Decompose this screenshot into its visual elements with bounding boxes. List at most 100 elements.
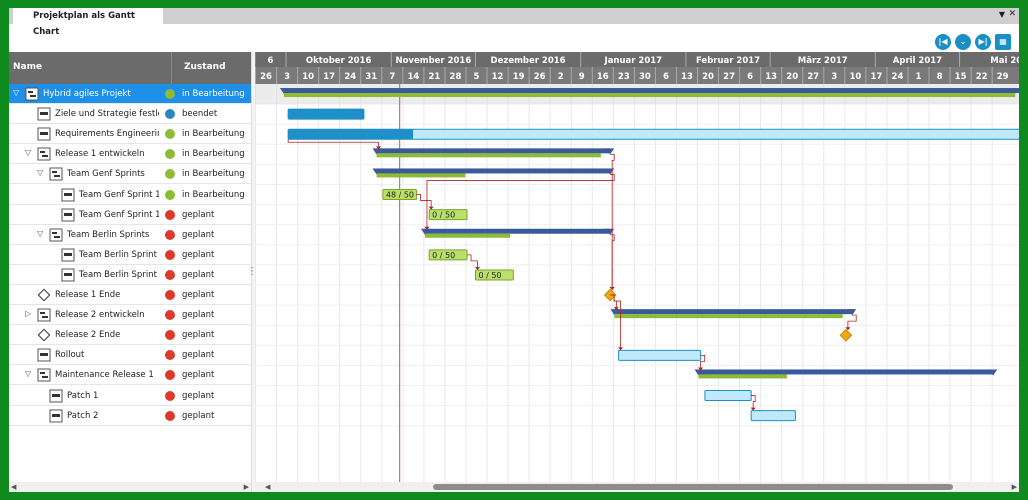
column-header-name[interactable]: Name [13, 62, 43, 72]
week-label: 24 [344, 72, 356, 82]
week-label: 6 [663, 72, 669, 82]
summary-icon [37, 308, 51, 322]
column-header-state[interactable]: Zustand [184, 62, 226, 72]
sprint-progress-label: 0 / 50 [432, 251, 455, 260]
scroll-left-arrow-icon[interactable]: ◀ [11, 483, 17, 491]
dependency-arrowhead [750, 407, 756, 411]
task-icon [61, 208, 75, 222]
scroll-right-arrow-icon[interactable]: ▶ [243, 483, 249, 491]
tab-projektplan[interactable]: Projektplan als Gantt Chart [13, 8, 163, 37]
table-row[interactable]: Ziele und Strategie festleg...beendet [9, 104, 251, 125]
task-bar[interactable] [704, 390, 752, 402]
task-grid: Name Zustand ▽ Hybrid agiles Projekt in Be… [9, 52, 251, 482]
table-row[interactable]: Team Genf Sprint 1.1in Bearbeitung [9, 185, 251, 205]
splitter[interactable] [251, 52, 255, 492]
summary-bar-end-cap [605, 148, 615, 155]
dependency-link[interactable] [426, 174, 615, 229]
dependency-arrowhead [428, 206, 434, 210]
week-label: 6 [747, 72, 753, 82]
dependency-link[interactable] [287, 139, 379, 149]
chart-scroll-thumb[interactable] [433, 484, 953, 490]
first-page-icon[interactable]: |◀ [935, 34, 951, 50]
dependency-link[interactable] [751, 395, 756, 410]
sprint-bar[interactable] [428, 249, 468, 261]
week-label: 10 [302, 72, 314, 82]
task-bar[interactable] [618, 349, 702, 361]
sprint-bar[interactable] [428, 209, 468, 221]
grid-header: Name Zustand [9, 52, 251, 84]
task-name: Maintenance Release 1 [55, 370, 154, 381]
task-status: in Bearbeitung [182, 189, 245, 200]
column-divider[interactable] [171, 52, 172, 84]
collapse-toggle-icon[interactable]: ▽ [37, 168, 44, 178]
splitter-grip-icon[interactable]: ⋮ [247, 266, 257, 277]
expand-toggle-icon[interactable]: ▷ [25, 309, 32, 319]
grid-scrollbar[interactable]: ◀ ▶ [9, 482, 251, 492]
summary-bar[interactable] [614, 309, 853, 315]
collapse-toggle-icon[interactable]: ▽ [13, 88, 20, 97]
week-label: 27 [807, 72, 819, 82]
next-page-icon[interactable]: ▶| [975, 34, 991, 50]
summary-bar[interactable] [698, 369, 994, 375]
task-status: geplant [182, 310, 215, 321]
dependency-arrowhead [474, 266, 480, 270]
calendar-icon[interactable]: ▦ [995, 34, 1011, 50]
chart-scrollbar[interactable]: ◀ ▶ [255, 482, 1019, 492]
sprint-bar[interactable] [474, 269, 514, 281]
status-dot [165, 169, 175, 180]
task-status: geplant [182, 229, 215, 240]
summary-bar[interactable] [376, 148, 611, 154]
week-label: 7 [389, 72, 395, 82]
close-icon[interactable]: ✕ [1008, 9, 1016, 19]
milestone-marker[interactable] [839, 328, 853, 342]
chart-scroll-right-arrow-icon[interactable]: ▶ [1011, 483, 1017, 491]
task-icon [37, 107, 51, 121]
table-row[interactable]: Team Berlin Sprint 1.3geplant [9, 265, 251, 285]
chart-scroll-left-arrow-icon[interactable]: ◀ [265, 483, 271, 491]
week-label: 26 [260, 72, 272, 82]
task-icon [37, 348, 51, 362]
previous-page-icon[interactable]: ⌄ [955, 34, 971, 50]
task-bar[interactable] [750, 410, 796, 422]
dependency-link[interactable] [700, 354, 706, 370]
dependency-link[interactable] [416, 194, 432, 209]
collapse-toggle-icon[interactable]: ▽ [25, 148, 32, 158]
week-label: 5 [474, 72, 480, 82]
status-dot [165, 290, 175, 300]
week-label: 20 [702, 72, 714, 82]
task-status: geplant [182, 390, 215, 401]
dependency-link[interactable] [467, 254, 478, 269]
dependency-link[interactable] [847, 314, 857, 330]
dependency-link[interactable] [610, 153, 615, 290]
tab-menu-icon[interactable]: ▼ [998, 10, 1005, 19]
task-status: geplant [182, 350, 215, 361]
navigation-toolbar: |◀ ⌄ ▶| ▦ [929, 24, 1019, 61]
dependency-link[interactable] [610, 294, 621, 350]
task-status: in Bearbeitung [182, 149, 245, 160]
status-dot [165, 149, 175, 160]
week-label: 12 [492, 72, 504, 82]
collapse-toggle-icon[interactable]: ▽ [25, 369, 32, 379]
collapse-toggle-icon[interactable]: ▽ [37, 228, 44, 238]
week-label: 16 [597, 72, 609, 82]
summary-progress-bar [614, 314, 843, 319]
summary-bar[interactable] [376, 168, 611, 174]
summary-bar[interactable] [424, 228, 611, 234]
task-name: Hybrid agiles Projekt [43, 89, 131, 99]
week-label: 29 [997, 72, 1009, 82]
summary-bar[interactable] [283, 88, 1019, 94]
